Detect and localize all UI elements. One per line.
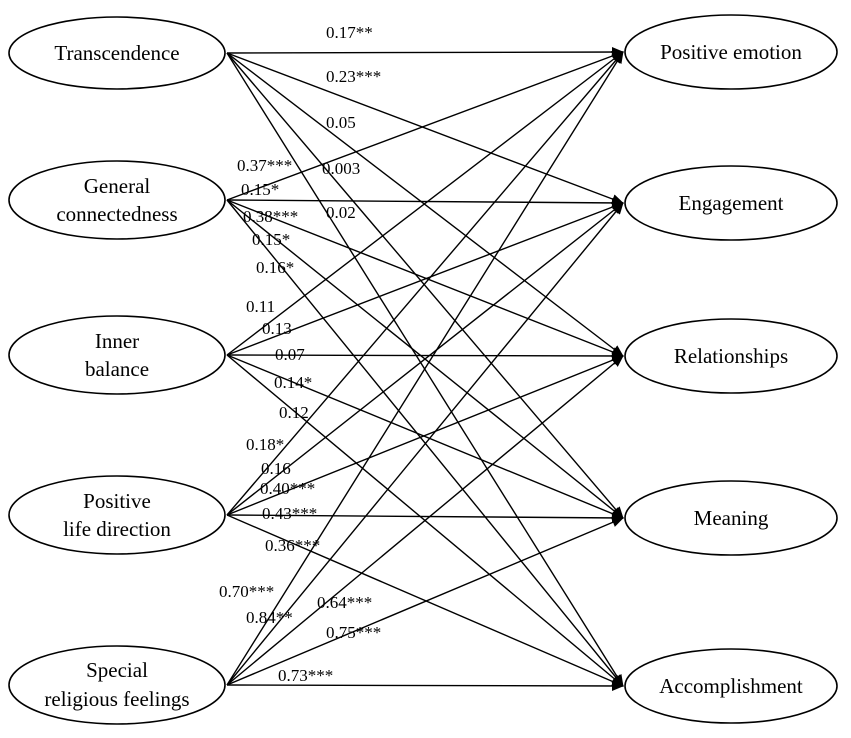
arrow-transcendence-to-engagement (226, 52, 624, 204)
coef-transcendence-relationships: 0.05 (326, 113, 356, 132)
arrow-positive-life-direction-to-relationships (226, 355, 624, 516)
path-coefficients: 0.17** 0.23*** 0.05 0.003 0.02 0.37*** 0… (219, 23, 381, 685)
coef-connectedness-meaning: 0.15* (252, 230, 290, 249)
arrow-inner-balance-to-positive-emotion (226, 51, 624, 356)
node-label: Engagement (679, 191, 784, 215)
arrow-positive-life-direction-to-accomplishment (226, 514, 624, 687)
coef-life-direction-positive-emotion: 0.18* (246, 435, 284, 454)
node-label-line-2: religious feelings (44, 687, 189, 711)
coef-religious-meaning: 0.75*** (326, 623, 381, 642)
node-label: Positive emotion (660, 40, 802, 64)
arrow-special-religious-feelings-to-meaning (226, 517, 624, 686)
coef-inner-balance-accomplishment: 0.12 (279, 403, 309, 422)
arrow-positive-life-direction-to-engagement (226, 202, 624, 516)
node-label-line-2: connectedness (56, 202, 177, 226)
arrow-special-religious-feelings-to-accomplishment (226, 680, 624, 691)
coef-connectedness-engagement: 0.15* (241, 180, 279, 199)
node-label: Transcendence (54, 41, 179, 65)
arrow-special-religious-feelings-to-relationships (226, 355, 624, 686)
arrow-general-connectedness-to-engagement (226, 197, 624, 208)
node-label-line-1: Positive (83, 489, 151, 513)
node-engagement: Engagement (624, 165, 838, 241)
coef-transcendence-accomplishment: 0.02 (326, 203, 356, 222)
arrow-inner-balance-to-meaning (226, 354, 624, 519)
node-label-line-1: General (84, 174, 151, 198)
coef-connectedness-positive-emotion: 0.37*** (237, 156, 292, 175)
coef-life-direction-engagement: 0.16 (261, 459, 291, 478)
node-label-line-2: balance (85, 357, 149, 381)
coef-inner-balance-meaning: 0.14* (274, 373, 312, 392)
coef-transcendence-engagement: 0.23*** (326, 67, 381, 86)
node-general-connectedness: General connectedness (8, 160, 226, 240)
coef-religious-positive-emotion: 0.70*** (219, 582, 274, 601)
arrow-transcendence-to-relationships (226, 52, 624, 357)
node-label: Relationships (674, 344, 788, 368)
node-accomplishment: Accomplishment (624, 648, 838, 724)
arrow-general-connectedness-to-positive-emotion (226, 51, 624, 201)
arrow-inner-balance-to-engagement (226, 202, 624, 356)
arrow-positive-life-direction-to-positive-emotion (226, 51, 624, 516)
coef-life-direction-accomplishment: 0.36*** (265, 536, 320, 555)
coef-religious-accomplishment: 0.73*** (278, 666, 333, 685)
arrow-inner-balance-to-relationships (226, 350, 624, 361)
arrow-special-religious-feelings-to-engagement (226, 202, 624, 686)
arrow-transcendence-to-positive-emotion (226, 47, 624, 58)
coef-life-direction-relationships: 0.40*** (260, 479, 315, 498)
coef-religious-relationships: 0.64*** (317, 593, 372, 612)
node-label: Meaning (694, 506, 769, 530)
node-positive-life-direction: Positive life direction (8, 475, 226, 555)
arrow-special-religious-feelings-to-positive-emotion (226, 51, 624, 686)
coef-inner-balance-engagement: 0.13 (262, 319, 292, 338)
path-edges (226, 47, 624, 691)
node-label-line-2: life direction (63, 517, 171, 541)
node-transcendence: Transcendence (8, 16, 226, 90)
node-inner-balance: Inner balance (8, 315, 226, 395)
coef-religious-engagement: 0.84** (246, 608, 293, 627)
node-relationships: Relationships (624, 318, 838, 394)
coef-connectedness-accomplishment: 0.16* (256, 258, 294, 277)
node-positive-emotion: Positive emotion (624, 14, 838, 90)
coef-transcendence-positive-emotion: 0.17** (326, 23, 373, 42)
coef-transcendence-meaning: 0.003 (322, 159, 360, 178)
node-label: Accomplishment (659, 674, 803, 698)
arrow-transcendence-to-meaning (226, 52, 624, 519)
node-special-religious-feelings: Special religious feelings (8, 645, 226, 725)
node-label-line-1: Special (86, 658, 148, 682)
arrow-positive-life-direction-to-meaning (226, 512, 624, 523)
arrow-general-connectedness-to-relationships (226, 199, 624, 357)
coef-connectedness-relationships: 0.38*** (243, 207, 298, 226)
coef-inner-balance-relationships: 0.07 (275, 345, 305, 364)
coef-inner-balance-positive-emotion: 0.11 (246, 297, 275, 316)
node-label-line-1: Inner (95, 329, 139, 353)
coef-life-direction-meaning: 0.43*** (262, 504, 317, 523)
node-meaning: Meaning (624, 480, 838, 556)
